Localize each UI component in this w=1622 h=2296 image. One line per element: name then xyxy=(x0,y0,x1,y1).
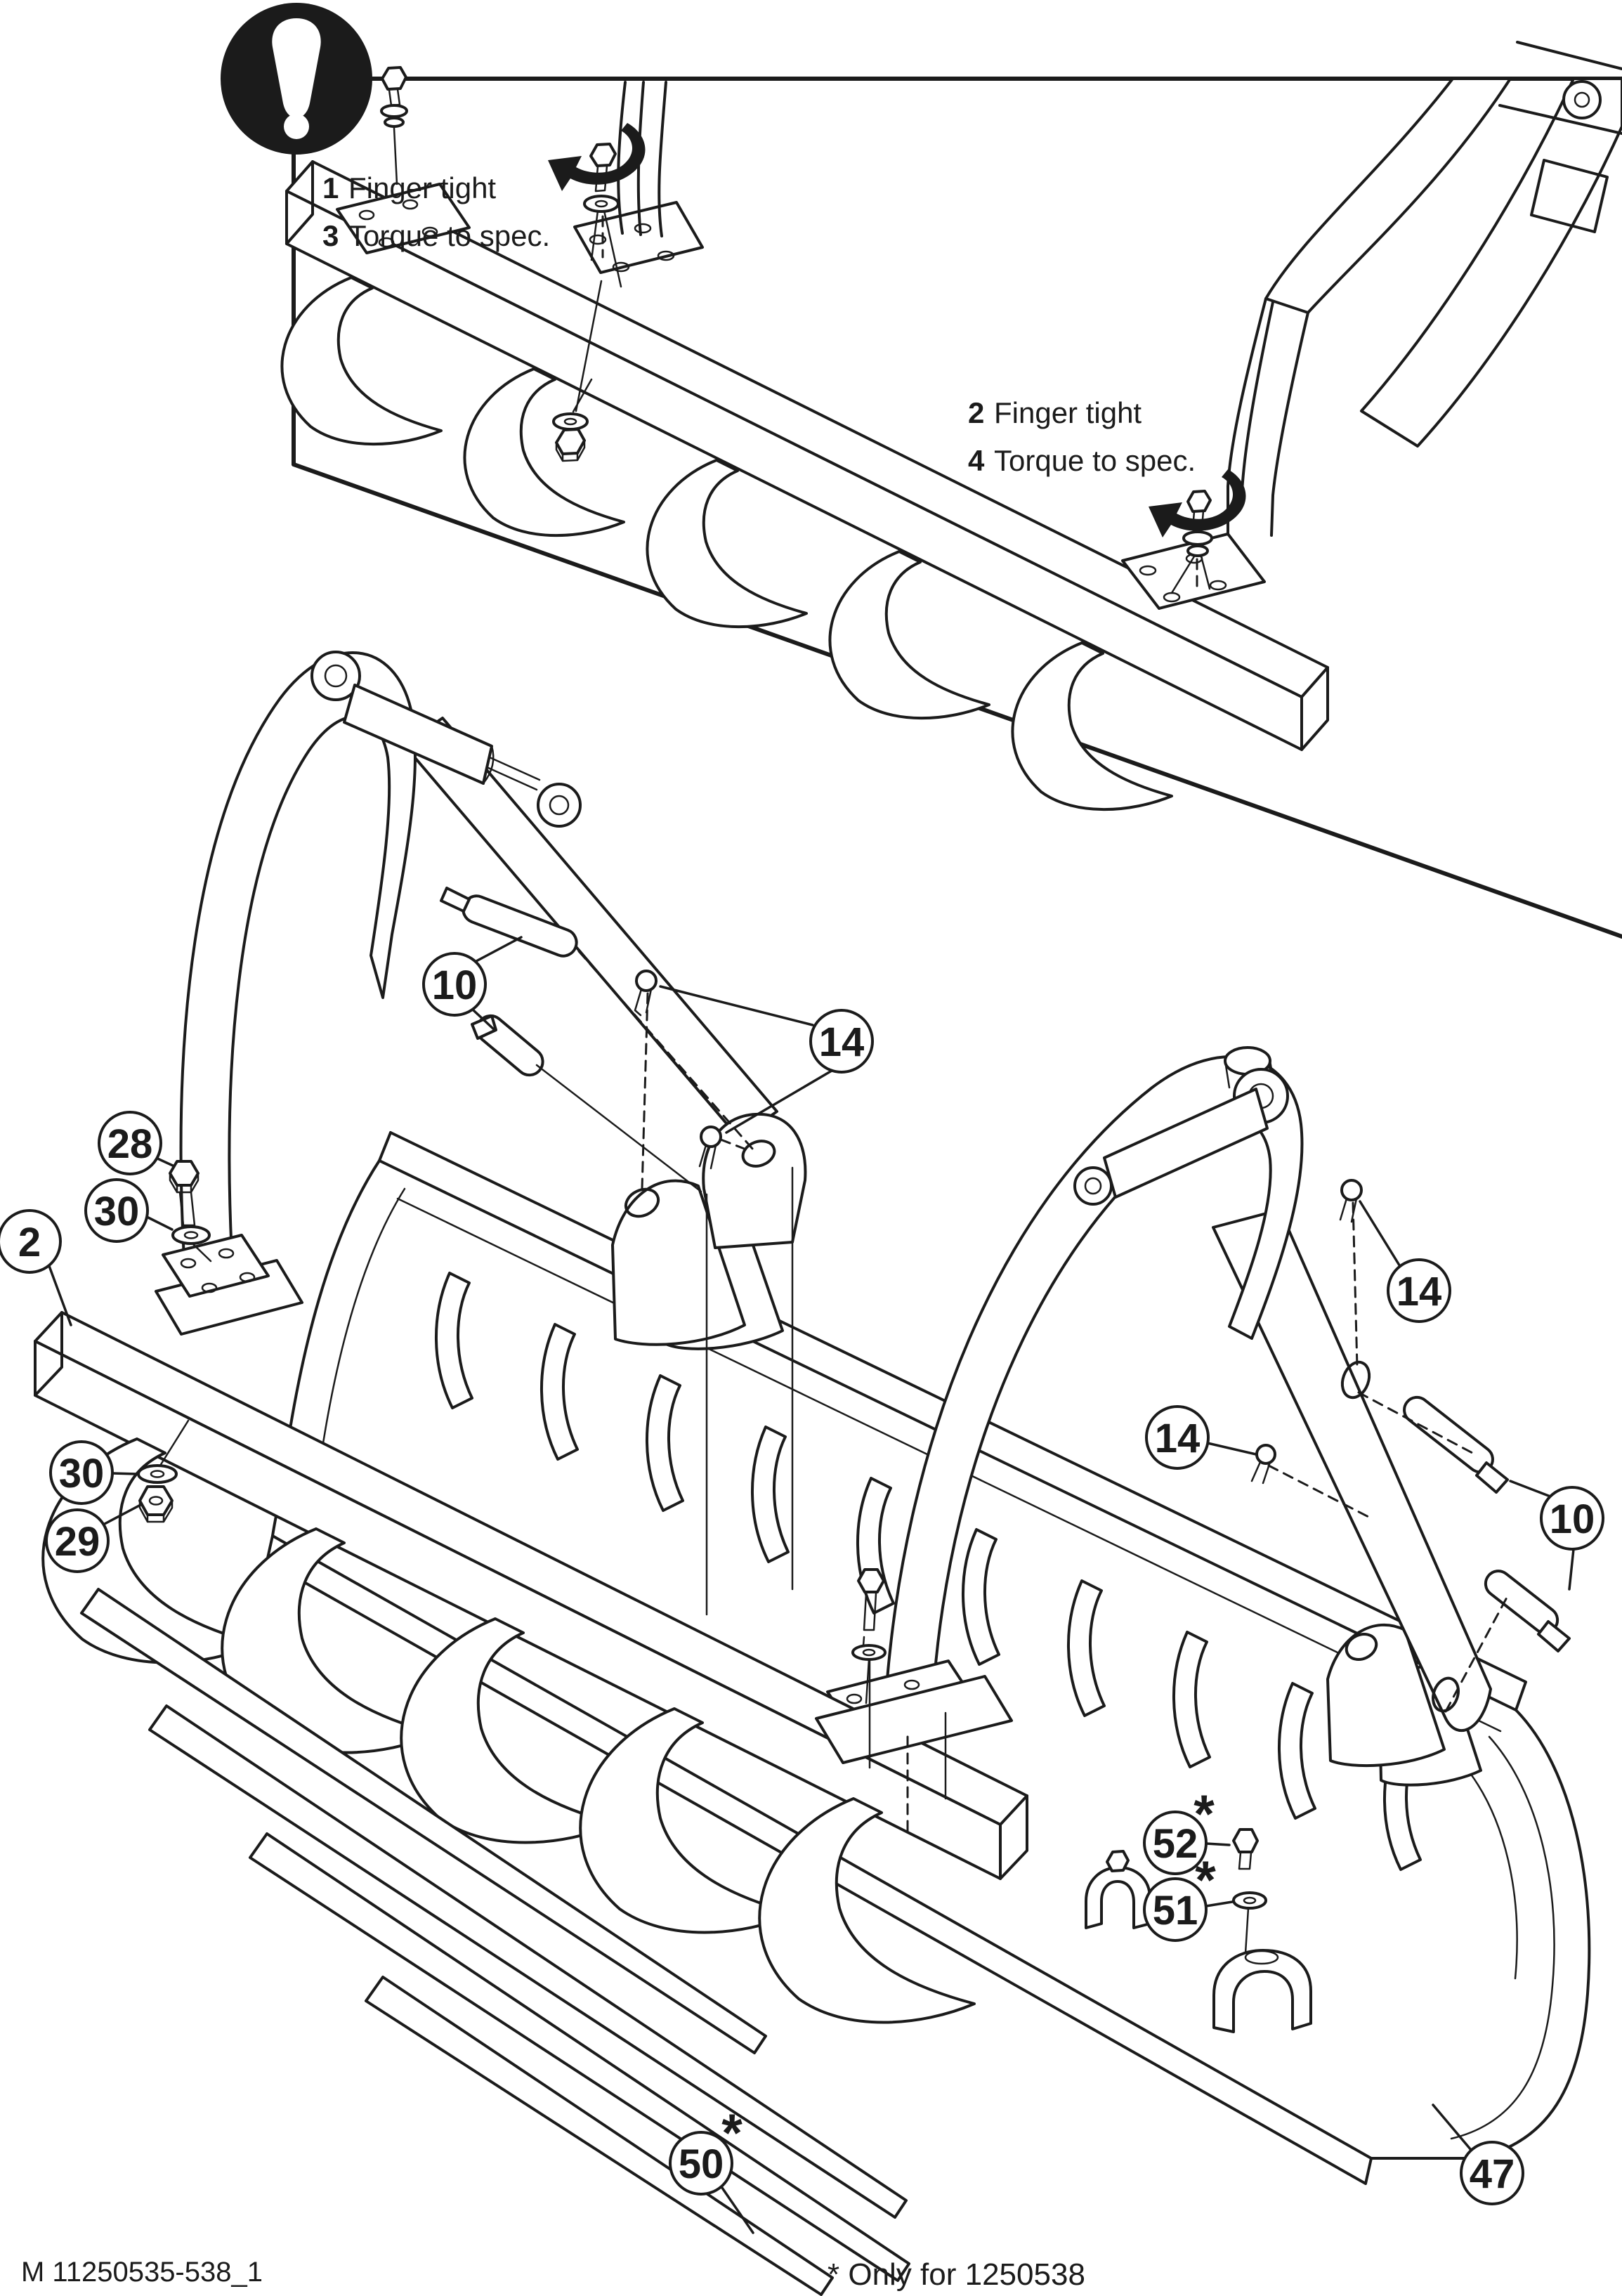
callout-label: 10 xyxy=(432,963,478,1008)
callout-tine-frame-2: 2 xyxy=(0,1209,62,1274)
callout-bolt-52: 52 * xyxy=(1143,1785,1215,1875)
rotation-arrow-right-icon xyxy=(1149,469,1246,537)
callout-cotter-left: 14 xyxy=(809,1009,874,1074)
note-right-step-2: 2 xyxy=(968,396,984,429)
left-grapple-arm xyxy=(155,651,807,1336)
pins-right xyxy=(1403,1395,1571,1652)
note-left-step-3: 3 xyxy=(322,219,339,252)
callout-label: 28 xyxy=(107,1121,153,1167)
callout-fork-50: 50 * xyxy=(669,2103,743,2196)
inset-tine-frame-bar xyxy=(285,160,1329,751)
callout-label: 2 xyxy=(18,1220,41,1265)
fork-clamps xyxy=(1085,1850,1312,2033)
callout-cotter-right-inner: 14 xyxy=(1145,1405,1210,1470)
callout-bolt-28: 28 xyxy=(98,1111,162,1175)
tine-frame xyxy=(34,1311,1028,1880)
inset-loader-arm xyxy=(1264,41,1622,448)
inset-bolt-left xyxy=(548,123,646,462)
washer-51 xyxy=(1232,1891,1267,1955)
bolt-52 xyxy=(1232,1828,1259,1870)
drawing-number: M 11250535-538_1 xyxy=(21,2257,263,2288)
asterisk-mark: * xyxy=(1193,1785,1215,1844)
callout-label: 52 xyxy=(1153,1821,1198,1867)
inset-panel: 1 Finger tight 3 Torque to spec. 2 Finge… xyxy=(221,3,1622,939)
footer: M 11250535-538_1 * Only for 1250538 xyxy=(21,2257,1085,2292)
inset-arm-legs xyxy=(617,81,1309,537)
footnote: * Only for 1250538 xyxy=(828,2257,1085,2292)
callout-label: 14 xyxy=(1155,1416,1201,1461)
callout-label: 29 xyxy=(55,1519,100,1565)
nut-29 xyxy=(138,1485,174,1523)
callout-pins-right: 10 xyxy=(1540,1486,1604,1551)
inset-bolt-a xyxy=(380,66,408,185)
callout-nut-29: 29 xyxy=(45,1508,110,1573)
inset-dashed-guides xyxy=(601,215,1198,590)
note-left: 1 Finger tight 3 Torque to spec. xyxy=(322,171,550,252)
note-left-step-1: 1 xyxy=(322,171,339,204)
callout-label: 47 xyxy=(1470,2151,1515,2197)
callout-label: 10 xyxy=(1550,1496,1595,1542)
asterisk-mark: * xyxy=(721,2103,743,2163)
inset-mount-plates xyxy=(336,183,1266,610)
note-right-label-4: Torque to spec. xyxy=(994,444,1196,477)
rotation-arrow-left-icon xyxy=(548,123,646,191)
callout-washer-30-lower: 30 xyxy=(49,1440,114,1505)
inset-bolt-right xyxy=(1149,469,1246,594)
callout-label: 30 xyxy=(59,1451,105,1496)
callout-washer-51: 51 * xyxy=(1143,1851,1216,1942)
asterisk-mark: * xyxy=(1195,1851,1216,1910)
washer-30-lower xyxy=(137,1419,190,1484)
main-illustration xyxy=(34,651,1591,2296)
callout-label: 30 xyxy=(94,1189,140,1234)
bolt-28 xyxy=(169,1160,200,1227)
leader-lines xyxy=(48,936,1575,2234)
right-grapple-arm xyxy=(826,1046,1492,1738)
note-left-label-1: Finger tight xyxy=(348,171,496,204)
note-left-label-3: Torque to spec. xyxy=(348,219,550,252)
dashed-guides xyxy=(577,950,1509,1837)
callouts: 10 14 28 30 2 30 29 14 xyxy=(0,936,1604,2234)
note-right-label-2: Finger tight xyxy=(994,396,1142,429)
note-right: 2 Finger tight 4 Torque to spec. xyxy=(968,396,1196,477)
callout-label: 14 xyxy=(1397,1269,1442,1315)
callout-bucket-47: 47 xyxy=(1460,2141,1524,2205)
left-mount-bracket xyxy=(611,1179,784,1350)
bolt-right-foot xyxy=(851,1568,887,1704)
callout-pins-left: 10 xyxy=(422,952,487,1017)
washer-30-upper xyxy=(171,1225,212,1263)
inset-tines xyxy=(280,276,1173,811)
projection-lines xyxy=(535,1064,947,1800)
fork-tines xyxy=(80,1588,910,2296)
callout-washer-30-upper: 30 xyxy=(84,1178,149,1243)
callout-cotter-right-upper: 14 xyxy=(1387,1258,1451,1323)
note-right-step-4: 4 xyxy=(968,444,985,477)
warning-icon xyxy=(221,3,372,155)
callout-label: 14 xyxy=(819,1019,865,1065)
callout-label: 50 xyxy=(679,2141,724,2187)
bucket-wall-slots xyxy=(434,1272,1422,1871)
callout-label: 51 xyxy=(1153,1888,1198,1933)
